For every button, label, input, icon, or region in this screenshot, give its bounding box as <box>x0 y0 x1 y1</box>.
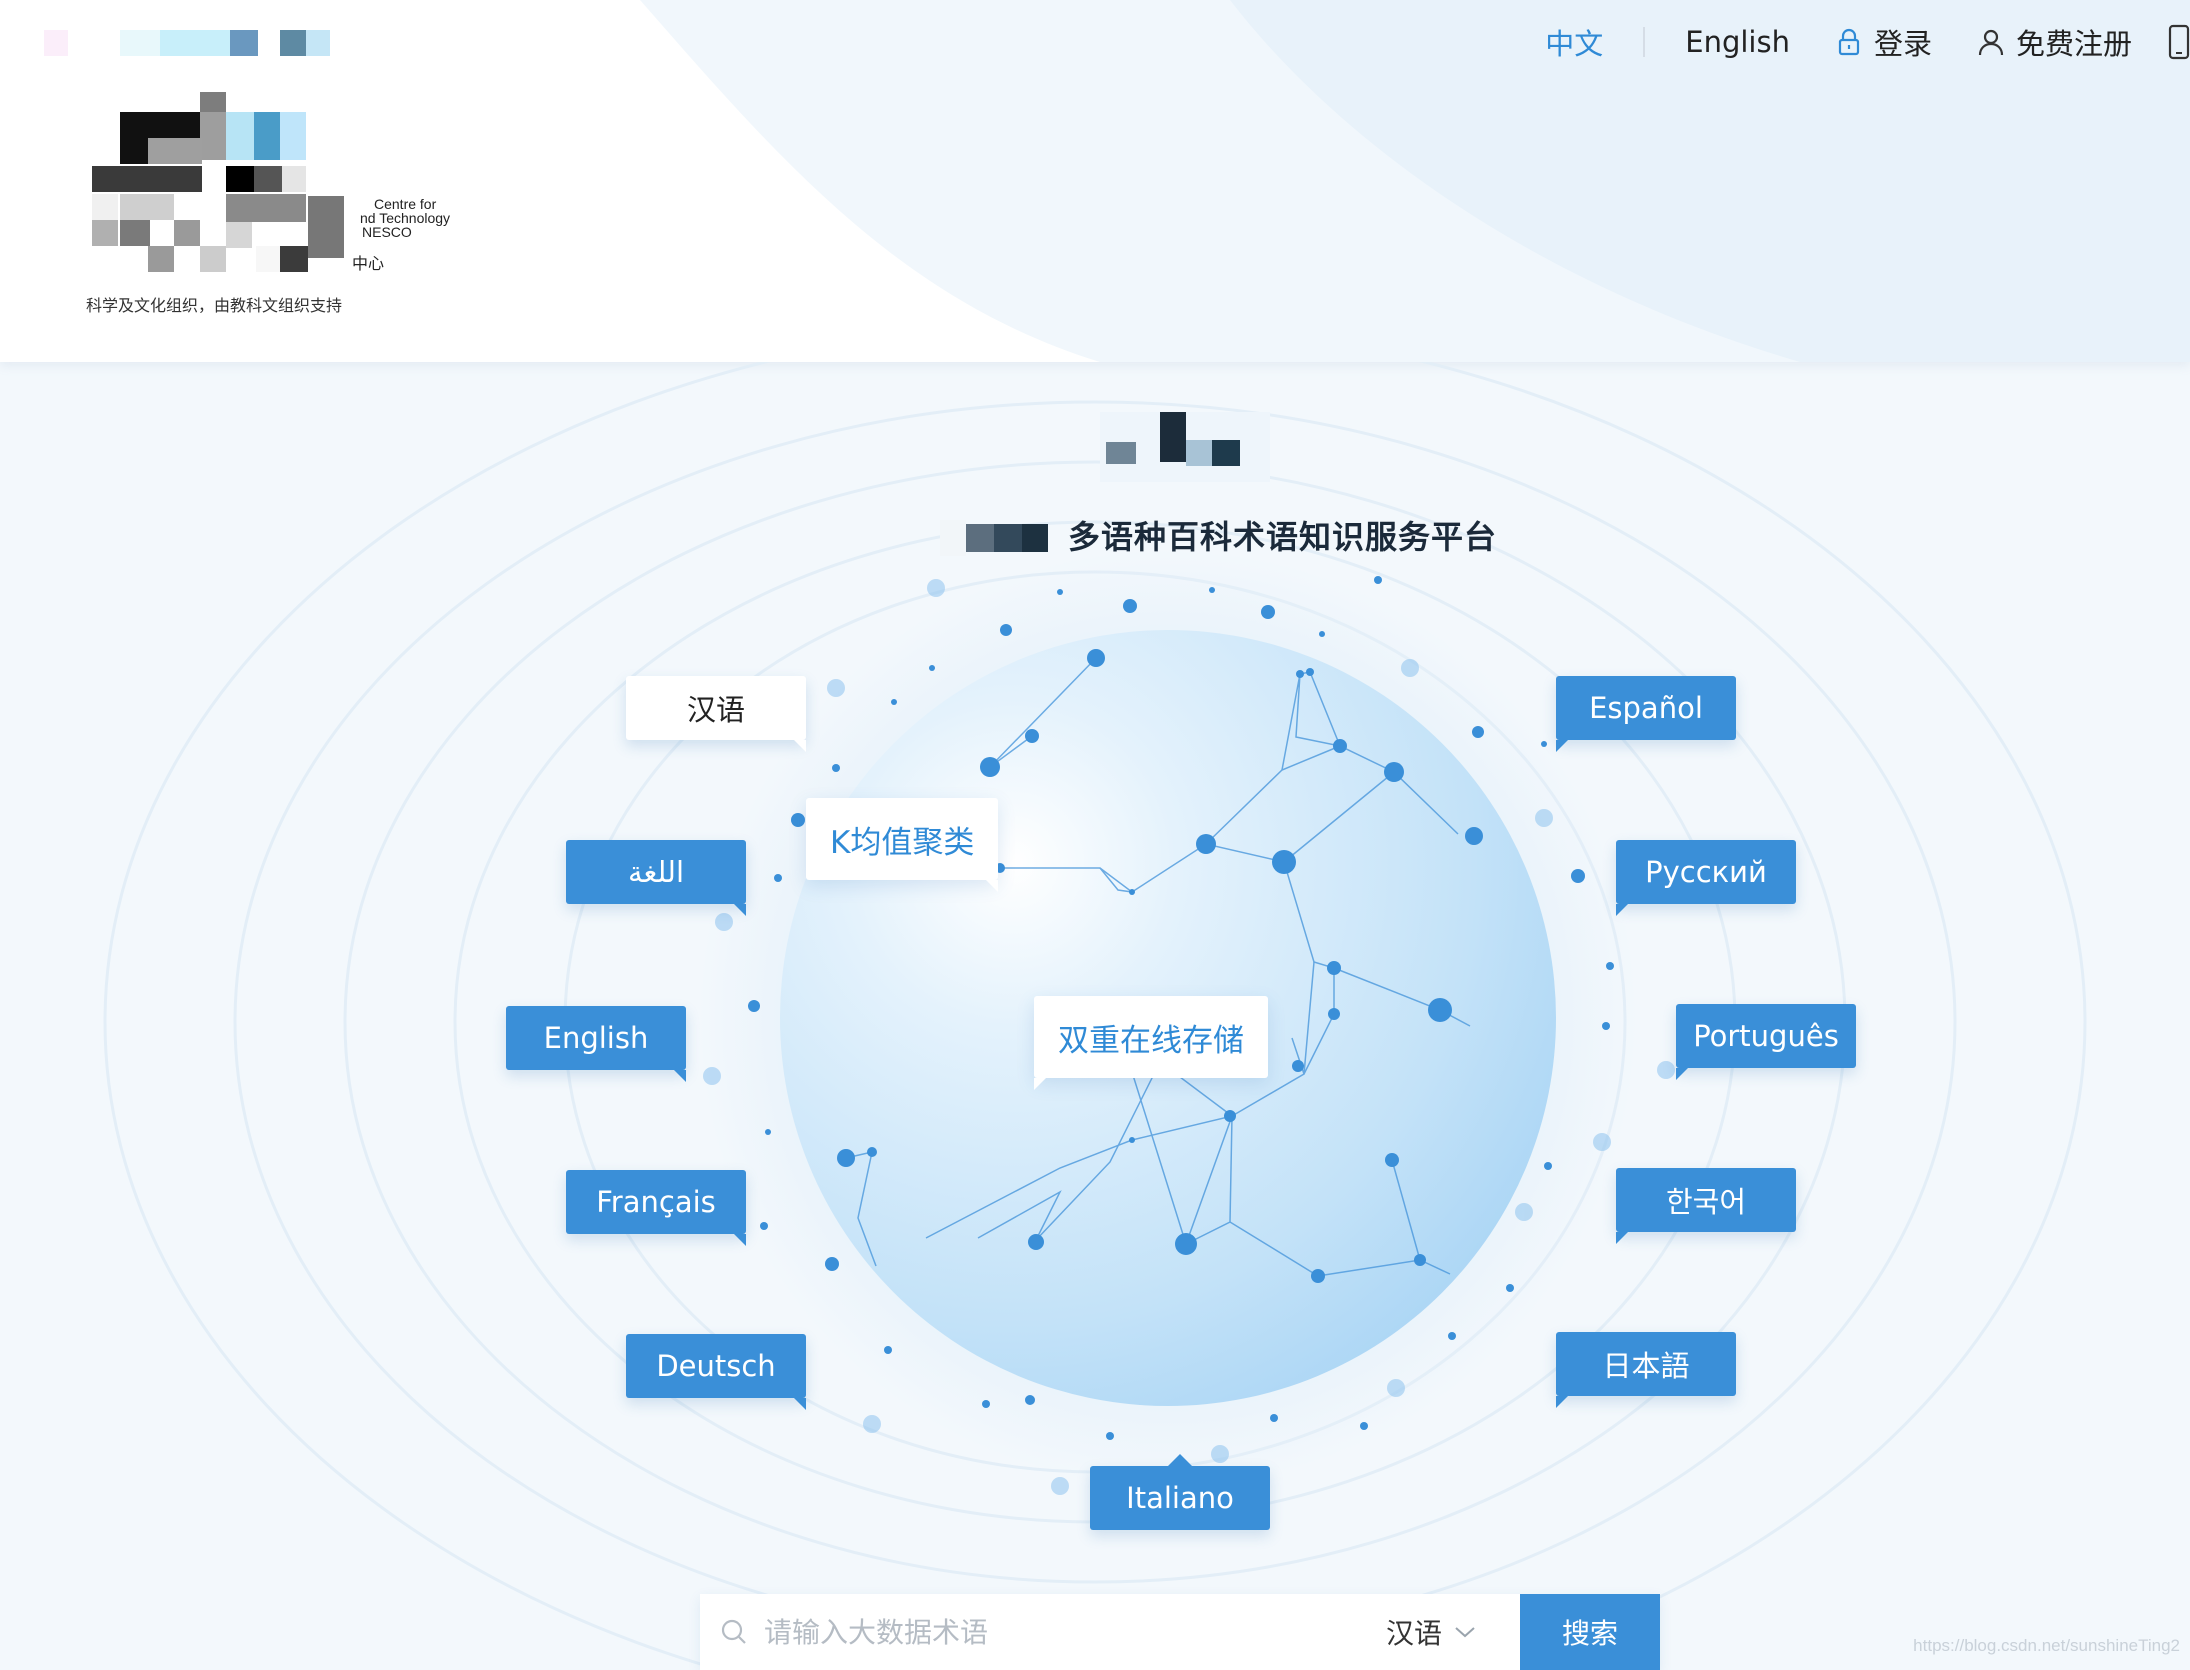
user-icon <box>1978 29 2004 56</box>
main-hero: 多语种百科术语知识服务平台 <box>0 362 2190 1670</box>
lang-tag-portuguese[interactable]: Português <box>1676 1004 1856 1080</box>
top-nav: 中文 English 登录 免费注册 <box>1545 18 2190 66</box>
chevron-down-icon <box>1455 1627 1475 1638</box>
lang-tag-russian[interactable]: Русский <box>1616 840 1796 916</box>
login-label: 登录 <box>1873 27 1932 61</box>
logo-caption: 科学及文化组织，由教科文组织支持 <box>86 296 343 315</box>
logo-text-line1: Centre for <box>374 196 437 212</box>
register-link[interactable]: 免费注册 <box>1976 21 2132 63</box>
nav-lang-zh[interactable]: 中文 <box>1545 27 1604 61</box>
logo[interactable]: Centre for nd Technology NESCO 中心 科学及文化组… <box>40 20 480 320</box>
search-language-select[interactable]: 汉语 <box>1386 1612 1476 1652</box>
login-link[interactable]: 登录 <box>1834 21 1932 63</box>
search-language-value: 汉语 <box>1385 1617 1442 1650</box>
search-bar: 汉语 搜索 <box>700 1594 1660 1670</box>
watermark: https://blog.csdn.net/sunshineTing2 <box>1913 1636 2180 1655</box>
logo-text-line3: NESCO <box>362 224 412 240</box>
logo-text-line2: nd Technology <box>360 210 451 226</box>
lang-tag-japanese[interactable]: 日本語 <box>1556 1332 1736 1408</box>
search-input[interactable] <box>762 1601 1386 1663</box>
mobile-link[interactable] <box>2168 24 2190 60</box>
search-icon <box>721 1619 746 1644</box>
search-button[interactable]: 搜索 <box>1520 1594 1660 1670</box>
term-callout-kmeans[interactable]: K均值聚类 <box>806 798 999 892</box>
header-background <box>640 0 2190 362</box>
lang-tag-german[interactable]: Deutsch <box>626 1334 806 1410</box>
header: Centre for nd Technology NESCO 中心 科学及文化组… <box>0 0 2190 362</box>
lang-tag-arabic[interactable]: اللغة <box>566 840 746 916</box>
register-label: 免费注册 <box>2015 27 2132 61</box>
lang-tag-korean[interactable]: 한국어 <box>1616 1168 1796 1244</box>
nav-lang-en[interactable]: English <box>1685 25 1790 59</box>
lang-tag-french[interactable]: Français <box>566 1170 746 1246</box>
nav-separator <box>1643 27 1646 57</box>
logo-text-line4: 中心 <box>352 256 385 273</box>
subtitle-mosaic <box>940 520 1048 556</box>
lang-tag-english[interactable]: English <box>506 1006 686 1082</box>
lock-icon <box>1838 28 1860 56</box>
lang-tag-chinese[interactable]: 汉语 <box>626 676 806 752</box>
term-callout-dual-storage[interactable]: 双重在线存储 <box>1034 996 1268 1090</box>
lang-tag-italian[interactable]: Italiano <box>1090 1454 1270 1530</box>
logo-mosaic <box>44 30 344 272</box>
brand-logo-mosaic <box>1100 412 1270 482</box>
mobile-icon <box>2168 24 2190 60</box>
lang-tag-spanish[interactable]: Español <box>1556 676 1736 752</box>
